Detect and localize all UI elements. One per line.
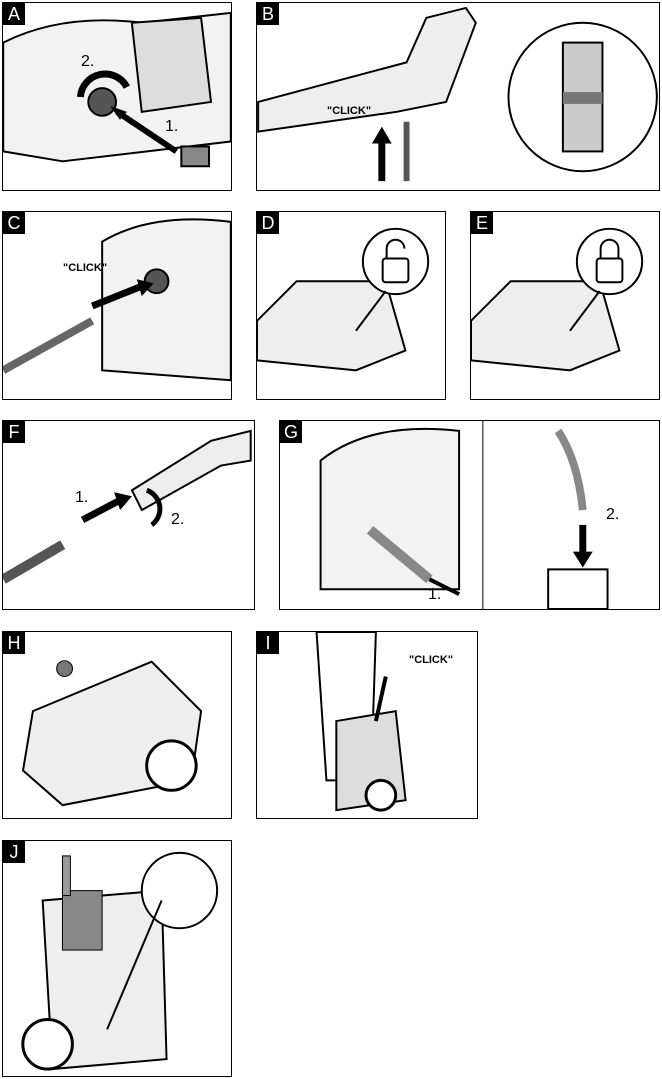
figure-panel-h: H <box>2 631 232 819</box>
trigger-locked-illustration <box>471 227 644 372</box>
drain-water-illustration <box>319 421 609 609</box>
trigger-gun-hose-illustration <box>257 6 658 182</box>
lance-attach-illustration <box>3 429 252 584</box>
panel-label: C <box>3 212 25 234</box>
trigger-unlocked-illustration <box>257 227 430 372</box>
locked-padlock-icon <box>595 257 624 284</box>
step-1-label: 1. <box>165 118 179 135</box>
panel-label: G <box>280 421 302 443</box>
step-2-label: 2. <box>606 506 620 523</box>
step-2-label: 2. <box>81 53 95 70</box>
hose-outlet-illustration <box>3 218 231 382</box>
carry-unit-illustration <box>21 660 203 807</box>
panel-label: E <box>471 212 493 234</box>
step-2-label: 2. <box>171 511 185 528</box>
panel-label: D <box>257 212 279 234</box>
panel-label: A <box>3 3 25 25</box>
figure-panel-c: C "CLICK" <box>2 211 232 400</box>
figure-panel-f: F 1. 2. <box>2 420 255 610</box>
step-1-label: 1. <box>75 489 89 506</box>
figure-panel-g: G 1. 2. <box>279 420 660 610</box>
panel-label: I <box>257 632 279 654</box>
extend-handle-illustration <box>315 632 407 812</box>
hose-connector-illustration <box>3 11 231 168</box>
click-callout: "CLICK" <box>63 262 108 274</box>
step-1-label: 1. <box>428 586 442 603</box>
figure-panel-a: A 2. 1. <box>2 2 232 191</box>
panel-label: B <box>257 3 279 25</box>
panel-label: J <box>3 841 25 863</box>
figure-panel-b: B "CLICK" <box>256 2 660 191</box>
figure-panel-i: I "CLICK" <box>256 631 478 819</box>
accessory-storage-illustration <box>21 851 219 1071</box>
figure-panel-d: D <box>256 211 446 400</box>
figure-panel-e: E <box>470 211 660 400</box>
panel-label: H <box>3 632 25 654</box>
figure-panel-j: J <box>2 840 232 1077</box>
panel-label: F <box>3 421 25 443</box>
unlocked-padlock-icon <box>381 257 410 284</box>
click-callout: "CLICK" <box>409 654 454 666</box>
click-callout: "CLICK" <box>327 105 372 117</box>
